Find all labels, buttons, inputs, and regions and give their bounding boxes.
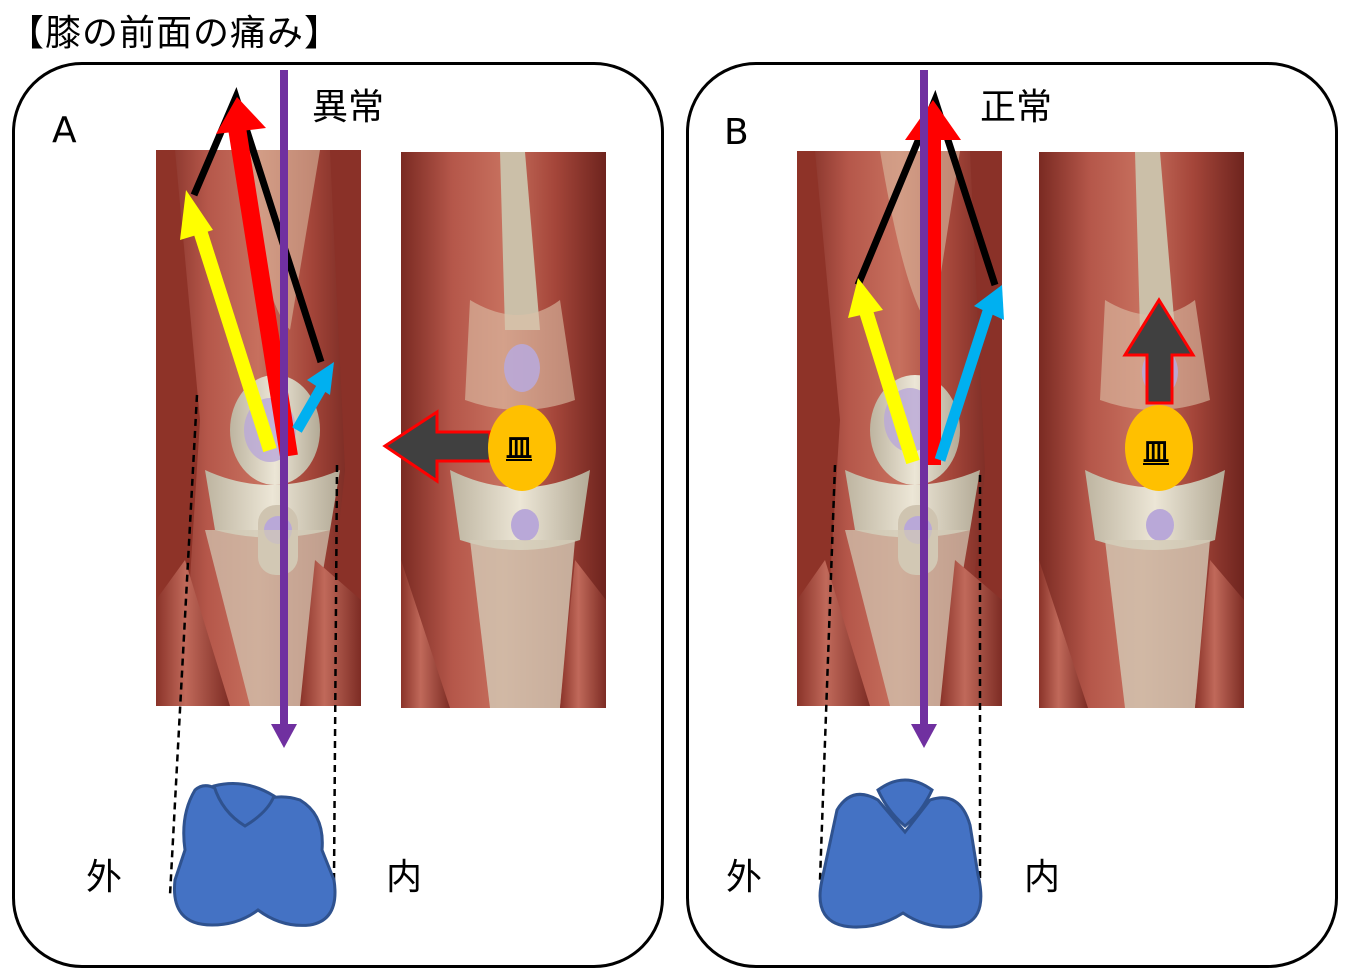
lateral-label-a: 外: [86, 857, 123, 898]
patella-label-b: 皿: [1143, 438, 1170, 468]
panel-state-normal: 正常: [980, 87, 1053, 128]
shift-arrow-up-icon: [1122, 297, 1196, 405]
projection-lines-b: [818, 464, 982, 881]
purple-axis-line-b: [911, 70, 937, 748]
quadriceps-lines-b: [854, 89, 999, 287]
patella-label-a: 皿: [506, 434, 533, 464]
red-arrow-icon: [905, 100, 961, 465]
patella-icon: [1125, 405, 1193, 491]
quadriceps-lines-a: [190, 87, 325, 364]
panel-letter-a: A: [52, 110, 77, 151]
yellow-arrow-icon: [180, 190, 277, 453]
panel-letter-b: B: [724, 112, 749, 153]
femur-cross-section-b: [818, 778, 983, 929]
panel-state-abnormal: 異常: [312, 87, 385, 128]
yellow-arrow-icon: [848, 278, 920, 465]
blue-arrow-icon: [934, 285, 1004, 462]
femur-cross-section-a: [172, 782, 337, 927]
lateral-label-b: 外: [726, 857, 763, 898]
projection-lines-a: [168, 394, 339, 896]
page-title: 【膝の前面の痛み】: [8, 13, 342, 54]
patella-icon: [488, 405, 556, 491]
purple-axis-line-a: [271, 70, 297, 748]
medial-label-b: 内: [1024, 857, 1061, 898]
medial-label-a: 内: [386, 857, 423, 898]
blue-arrow-icon: [292, 362, 334, 433]
